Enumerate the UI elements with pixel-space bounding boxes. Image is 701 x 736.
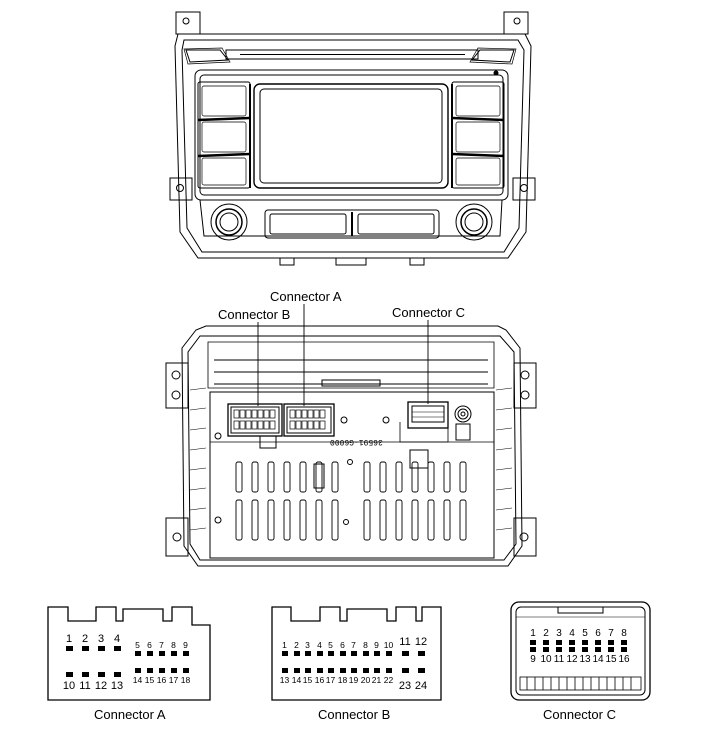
pin-label: 9 <box>530 654 536 665</box>
pin-label: 4 <box>113 633 121 645</box>
pin-label: 6 <box>340 640 345 650</box>
pin-label: 8 <box>363 640 368 650</box>
pin-label: 11 <box>553 654 565 665</box>
pin-label: 13 <box>579 654 591 665</box>
pin-label: 22 <box>383 675 394 685</box>
pin-label: 12 <box>414 636 428 648</box>
pin-label: 3 <box>305 640 310 650</box>
pin-label: 20 <box>360 675 371 685</box>
pin-label: 18 <box>337 675 348 685</box>
board-marking: 36591-G6000 <box>330 437 383 446</box>
pin-label: 5 <box>582 628 588 639</box>
pin-label: 23 <box>398 680 412 692</box>
pin-label: 16 <box>314 675 325 685</box>
pin-label: 1 <box>282 640 287 650</box>
pin-label: 3 <box>556 628 562 639</box>
pin-label: 1 <box>65 633 73 645</box>
pin-label: 19 <box>348 675 359 685</box>
pin-label: 2 <box>81 633 89 645</box>
pin-label: 17 <box>325 675 336 685</box>
callout-leaders <box>257 304 429 406</box>
pin-label: 12 <box>94 680 108 692</box>
pin-label: 6 <box>147 640 152 650</box>
pin-label: 13 <box>110 680 124 692</box>
pin-label: 2 <box>294 640 299 650</box>
callout-connector-c: Connector C <box>392 305 465 320</box>
pin-label: 11 <box>79 680 91 692</box>
pin-label: 18 <box>180 675 191 685</box>
connector-a-face <box>47 606 211 701</box>
pin-label: 14 <box>291 675 302 685</box>
pin-label: 8 <box>621 628 627 639</box>
pin-label: 13 <box>279 675 290 685</box>
pin-label: 3 <box>97 633 105 645</box>
front-view-head-unit <box>169 11 536 266</box>
connector-b-face <box>271 606 442 701</box>
pin-label: 2 <box>543 628 549 639</box>
pin-label: 10 <box>62 680 76 692</box>
callout-connector-a: Connector A <box>270 289 342 304</box>
pin-label: 12 <box>566 654 578 665</box>
connector-c-face <box>510 601 651 701</box>
pin-label: 1 <box>530 628 536 639</box>
pin-label: 16 <box>618 654 630 665</box>
pin-label: 4 <box>569 628 575 639</box>
pin-label: 16 <box>156 675 167 685</box>
caption-connector-a: Connector A <box>94 707 166 722</box>
pin-label: 4 <box>317 640 322 650</box>
pin-label: 15 <box>605 654 617 665</box>
pin-label: 9 <box>183 640 188 650</box>
pin-label: 7 <box>159 640 164 650</box>
pin-label: 6 <box>595 628 601 639</box>
pin-label: 15 <box>144 675 155 685</box>
pin-label: 10 <box>540 654 552 665</box>
pin-label: 24 <box>414 680 428 692</box>
callout-connector-b: Connector B <box>218 307 291 322</box>
rear-view-head-unit <box>165 325 537 567</box>
caption-connector-c: Connector C <box>543 707 616 722</box>
pin-label: 14 <box>132 675 143 685</box>
pin-label: 14 <box>592 654 604 665</box>
pin-label: 9 <box>374 640 379 650</box>
pin-label: 11 <box>399 636 411 648</box>
pin-label: 7 <box>351 640 356 650</box>
pin-label: 21 <box>371 675 382 685</box>
pin-label: 7 <box>608 628 614 639</box>
pin-label: 5 <box>135 640 140 650</box>
pin-label: 10 <box>383 640 394 650</box>
pin-label: 5 <box>328 640 333 650</box>
pin-label: 17 <box>168 675 179 685</box>
pin-label: 15 <box>302 675 313 685</box>
pin-label: 8 <box>171 640 176 650</box>
caption-connector-b: Connector B <box>318 707 391 722</box>
